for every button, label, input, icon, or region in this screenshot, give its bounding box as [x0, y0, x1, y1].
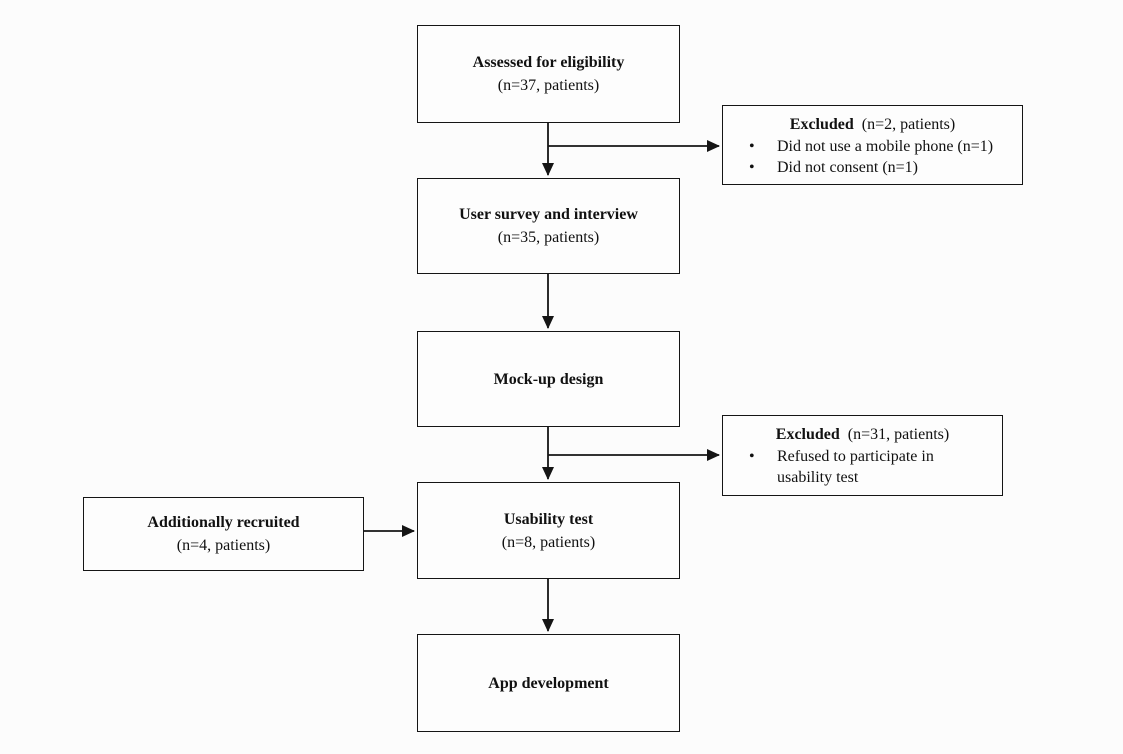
flow-node-excluded-2: Excluded (n=31, patients) Refused to part… — [722, 415, 1003, 496]
node-bullet-list: Refused to participate in usability test — [731, 446, 994, 488]
flow-node-mockup-design: Mock-up design — [417, 331, 680, 427]
node-title: App development — [488, 674, 609, 692]
node-subtitle: (n=35, patients) — [497, 229, 600, 246]
node-title: Assessed for eligibility — [472, 54, 625, 71]
flow-node-usability-test: Usability test (n=8, patients) — [417, 482, 680, 579]
flow-node-user-survey-interview: User survey and interview (n=35, patient… — [417, 178, 680, 274]
flow-node-additionally-recruited: Additionally recruited (n=4, patients) — [83, 497, 364, 571]
node-detail: (n=2, patients) — [861, 116, 956, 133]
node-title: Excluded — [775, 426, 840, 443]
node-title: Usability test — [503, 510, 594, 528]
flow-node-assessed-for-eligibility: Assessed for eligibility (n=37, patients… — [417, 25, 680, 123]
node-detail: (n=31, patients) — [847, 426, 950, 443]
node-subtitle: (n=4, patients) — [176, 537, 271, 554]
node-subtitle: (n=37, patients) — [497, 77, 600, 94]
node-title: Excluded — [789, 116, 854, 133]
bullet-item: Refused to participate in usability test — [731, 446, 941, 488]
bullet-item: Did not use a mobile phone (n=1) — [731, 136, 1001, 157]
node-bullet-list: Did not use a mobile phone (n=1) Did not… — [731, 136, 1014, 178]
bullet-item: Did not consent (n=1) — [731, 157, 1001, 178]
flow-node-excluded-1: Excluded (n=2, patients) Did not use a mo… — [722, 105, 1023, 185]
flow-node-app-development: App development — [417, 634, 680, 732]
node-title: Additionally recruited — [147, 514, 300, 531]
node-header: Excluded (n=2, patients) — [731, 114, 1014, 135]
node-header: Excluded (n=31, patients) — [731, 424, 994, 445]
node-title: User survey and interview — [459, 206, 638, 223]
node-title: Mock-up design — [493, 370, 604, 388]
node-subtitle: (n=8, patients) — [501, 533, 596, 551]
